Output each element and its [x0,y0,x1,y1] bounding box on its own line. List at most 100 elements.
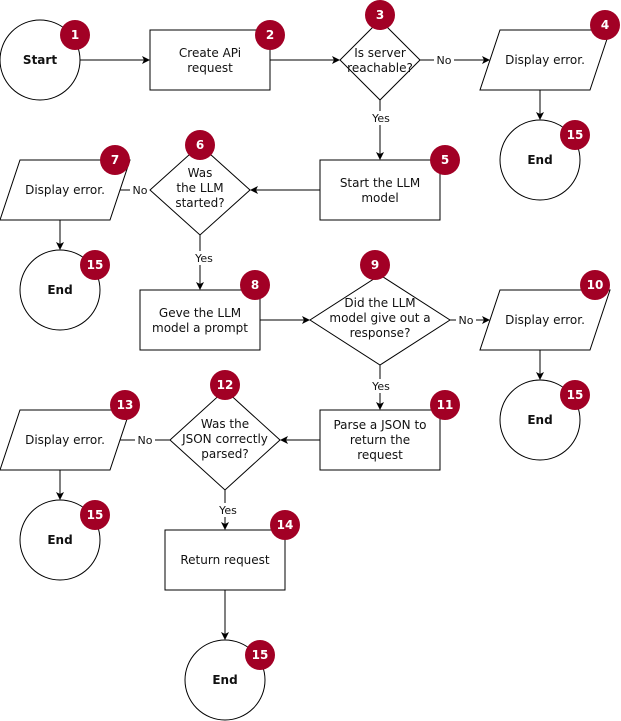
node-end-10[interactable] [499,379,581,461]
err4-label: Display error. [505,53,585,67]
prompt-label-2: model a prompt [152,321,248,335]
badge-8 [240,270,270,300]
badge-15a-text: 15 [567,128,584,142]
node-display-error-10[interactable] [479,289,611,351]
end4-label: End [527,153,552,167]
badge-15d-text: 15 [87,508,104,522]
badge-9 [360,250,390,280]
edges [56,56,544,640]
badge-11-text: 11 [437,398,454,412]
end7-label: End [47,283,72,297]
create-label-2: request [187,61,233,75]
badge-5 [430,145,460,175]
badge-15c-text: 15 [567,388,584,402]
badge-13-text: 13 [117,398,134,412]
badge-7 [100,145,130,175]
badges: 1 2 3 4 15 5 6 7 15 8 9 10 15 11 12 13 1 [60,0,620,670]
response-label-2: model give out a [329,311,430,325]
label-no-response: No [459,314,474,327]
label-yes-response: Yes [371,380,390,393]
end10-label: End [527,413,552,427]
create-label-1: Create APi [179,46,241,60]
node-end-4[interactable] [499,119,581,201]
server-label-1: Is server [354,46,406,60]
endret-label: End [212,673,237,687]
parse-label-1: Parse a JSON to [333,418,426,432]
node-server-reachable[interactable] [339,19,421,101]
node-parse-json[interactable] [319,409,441,471]
badge-8-text: 8 [251,278,259,292]
parsed-label-1: Was the [201,417,249,431]
badge-10-text: 10 [587,278,604,292]
llmstarted-label-1: Was [188,166,213,180]
node-llm-response[interactable] [309,274,451,366]
badge-2-text: 2 [266,28,274,42]
badge-6 [185,130,215,160]
badge-12 [210,370,240,400]
badge-3 [365,0,395,30]
node-display-error-13[interactable] [0,409,131,471]
label-yes-llmstarted: Yes [194,252,213,265]
node-display-error-7[interactable] [0,159,131,221]
label-no-llmstarted: No [133,184,148,197]
llmstarted-label-2: the LLM [176,181,223,195]
badge-15a [560,120,590,150]
badge-14 [270,510,300,540]
badge-14-text: 14 [277,518,294,532]
badge-3-text: 3 [376,8,384,22]
start-label: Start [23,53,57,67]
node-start[interactable] [0,19,81,101]
node-end-13[interactable] [19,499,101,581]
badge-4 [590,10,620,40]
startllm-label-2: model [361,191,398,205]
llmstarted-label-3: started? [175,196,224,210]
badge-15e-text: 15 [252,648,269,662]
node-give-prompt[interactable] [139,289,261,351]
nodes [0,19,611,721]
node-end-return[interactable] [184,639,266,721]
response-label-3: response? [350,326,411,340]
node-json-parsed[interactable] [169,389,281,491]
badge-15b-text: 15 [87,258,104,272]
badge-5-text: 5 [441,153,449,167]
badge-2 [255,20,285,50]
badge-12-text: 12 [217,378,234,392]
badge-1 [60,20,90,50]
badge-4-text: 4 [601,18,609,32]
parse-label-2: return the [350,433,410,447]
badge-6-text: 6 [196,138,204,152]
badge-9-text: 9 [371,258,379,272]
err13-label: Display error. [25,433,105,447]
node-create-request[interactable] [149,29,271,91]
end13-label: End [47,533,72,547]
parsed-label-2: JSON correctly [181,432,268,446]
node-labels: Start Create APi request Is server reach… [23,46,585,687]
err10-label: Display error. [505,313,585,327]
parsed-label-3: parsed? [201,447,249,461]
response-label-1: Did the LLM [344,296,415,310]
node-display-error-4[interactable] [479,29,611,91]
badge-13 [110,390,140,420]
badge-1-text: 1 [71,28,79,42]
prompt-label-1: Geve the LLM [159,306,241,320]
badge-7-text: 7 [111,153,119,167]
label-no-parsed: No [138,434,153,447]
err7-label: Display error. [25,183,105,197]
server-label-2: reachable? [347,61,413,75]
node-return-request[interactable] [164,529,286,591]
label-yes-server: Yes [371,112,390,125]
label-yes-parsed: Yes [218,504,237,517]
badge-11 [430,390,460,420]
edge-labels: No Yes No Yes No Yes No Yes [130,53,476,517]
node-llm-started[interactable] [149,144,251,236]
badge-15c [560,380,590,410]
node-end-7[interactable] [19,249,101,331]
badge-10 [580,270,610,300]
startllm-label-1: Start the LLM [340,176,420,190]
node-start-llm[interactable] [319,159,441,221]
badge-15b [80,250,110,280]
parse-label-3: request [357,448,403,462]
badge-15e [245,640,275,670]
